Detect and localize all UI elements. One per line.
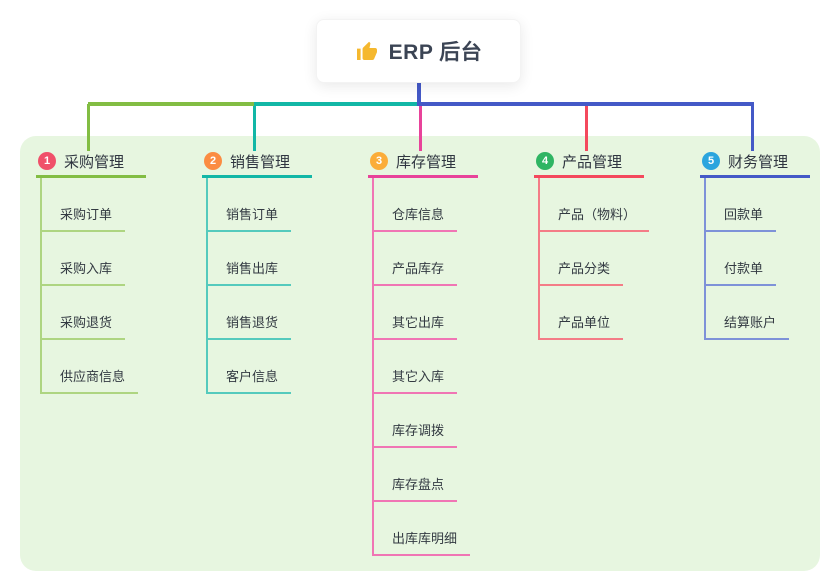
branch-title: 采购管理 xyxy=(64,153,125,171)
child-row: 仓库信息 xyxy=(374,178,478,232)
branch-children: 仓库信息产品库存其它出库其它入库库存调拨库存盘点出库库明细 xyxy=(372,178,478,556)
child-node[interactable]: 出库库明细 xyxy=(374,528,471,556)
branch-5: 5 财务管理 回款单付款单结算账户 xyxy=(700,147,810,340)
child-row: 产品（物料） xyxy=(540,178,650,232)
branch-number-badge: 5 xyxy=(702,152,720,170)
root-node[interactable]: ERP 后台 xyxy=(316,19,521,83)
child-node[interactable]: 库存调拨 xyxy=(374,420,458,448)
child-node[interactable]: 采购入库 xyxy=(42,258,126,286)
mindmap-panel xyxy=(20,136,820,571)
branch-2: 2 销售管理 销售订单销售出库销售退货客户信息 xyxy=(202,147,312,394)
branch-drop-line xyxy=(585,104,588,151)
child-row: 付款单 xyxy=(706,232,810,286)
child-node[interactable]: 销售订单 xyxy=(208,204,292,232)
branch-4: 4 产品管理 产品（物料） 产品分类产品单位 xyxy=(534,147,650,340)
child-node[interactable]: 产品单位 xyxy=(540,312,624,340)
child-row: 采购退货 xyxy=(42,286,146,340)
child-row: 产品库存 xyxy=(374,232,478,286)
branch-title: 财务管理 xyxy=(728,153,789,171)
branch-children: 回款单付款单结算账户 xyxy=(704,178,810,340)
child-row: 销售订单 xyxy=(208,178,312,232)
branch-drop-line xyxy=(253,104,256,151)
branch-node[interactable]: 5 财务管理 xyxy=(700,147,810,178)
branch-number-badge: 4 xyxy=(536,152,554,170)
child-row: 供应商信息 xyxy=(42,340,146,394)
child-node[interactable]: 供应商信息 xyxy=(42,366,139,394)
child-node[interactable]: 销售出库 xyxy=(208,258,292,286)
branch-title: 库存管理 xyxy=(396,153,457,171)
branch-title: 销售管理 xyxy=(230,153,291,171)
child-node[interactable]: 产品分类 xyxy=(540,258,624,286)
child-node[interactable]: 回款单 xyxy=(706,204,777,232)
child-row: 库存盘点 xyxy=(374,448,478,502)
child-row: 销售退货 xyxy=(208,286,312,340)
child-node[interactable]: 结算账户 xyxy=(706,312,790,340)
child-node[interactable]: 产品库存 xyxy=(374,258,458,286)
child-node[interactable]: 产品（物料） xyxy=(540,204,650,232)
branch-number-badge: 3 xyxy=(370,152,388,170)
child-node[interactable]: 销售退货 xyxy=(208,312,292,340)
branch-number-badge: 2 xyxy=(204,152,222,170)
child-row: 产品单位 xyxy=(540,286,644,340)
child-row: 采购入库 xyxy=(42,232,146,286)
child-node[interactable]: 客户信息 xyxy=(208,366,292,394)
child-row: 其它出库 xyxy=(374,286,478,340)
child-node[interactable]: 仓库信息 xyxy=(374,204,458,232)
child-row: 其它入库 xyxy=(374,340,478,394)
thumbs-up-icon xyxy=(355,39,379,63)
bus-segment xyxy=(88,102,254,106)
child-node[interactable]: 其它出库 xyxy=(374,312,458,340)
child-node[interactable]: 采购退货 xyxy=(42,312,126,340)
child-node[interactable]: 付款单 xyxy=(706,258,777,286)
branch-title: 产品管理 xyxy=(562,153,623,171)
root-title: ERP 后台 xyxy=(388,41,483,64)
child-row: 销售出库 xyxy=(208,232,312,286)
branch-node[interactable]: 1 采购管理 xyxy=(36,147,146,178)
root-stem-line xyxy=(417,83,421,104)
branch-node[interactable]: 2 销售管理 xyxy=(202,147,312,178)
branch-children: 产品（物料） 产品分类产品单位 xyxy=(538,178,650,340)
child-row: 出库库明细 xyxy=(374,502,478,556)
child-row: 产品分类 xyxy=(540,232,644,286)
branch-drop-line xyxy=(419,104,422,151)
child-row: 库存调拨 xyxy=(374,394,478,448)
branch-drop-line xyxy=(87,104,90,151)
bus-segment xyxy=(254,102,417,106)
branch-node[interactable]: 3 库存管理 xyxy=(368,147,478,178)
child-row: 结算账户 xyxy=(706,286,810,340)
child-row: 回款单 xyxy=(706,178,810,232)
child-node[interactable]: 其它入库 xyxy=(374,366,458,394)
child-row: 采购订单 xyxy=(42,178,146,232)
branch-3: 3 库存管理 仓库信息产品库存其它出库其它入库库存调拨库存盘点出库库明细 xyxy=(368,147,478,556)
branch-number-badge: 1 xyxy=(38,152,56,170)
branch-children: 销售订单销售出库销售退货客户信息 xyxy=(206,178,312,394)
child-node[interactable]: 采购订单 xyxy=(42,204,126,232)
branch-1: 1 采购管理 采购订单采购入库采购退货供应商信息 xyxy=(36,147,146,394)
branch-children: 采购订单采购入库采购退货供应商信息 xyxy=(40,178,146,394)
branch-drop-line xyxy=(751,104,754,151)
child-node[interactable]: 库存盘点 xyxy=(374,474,458,502)
branch-node[interactable]: 4 产品管理 xyxy=(534,147,644,178)
child-row: 客户信息 xyxy=(208,340,312,394)
bus-segment xyxy=(417,102,754,106)
